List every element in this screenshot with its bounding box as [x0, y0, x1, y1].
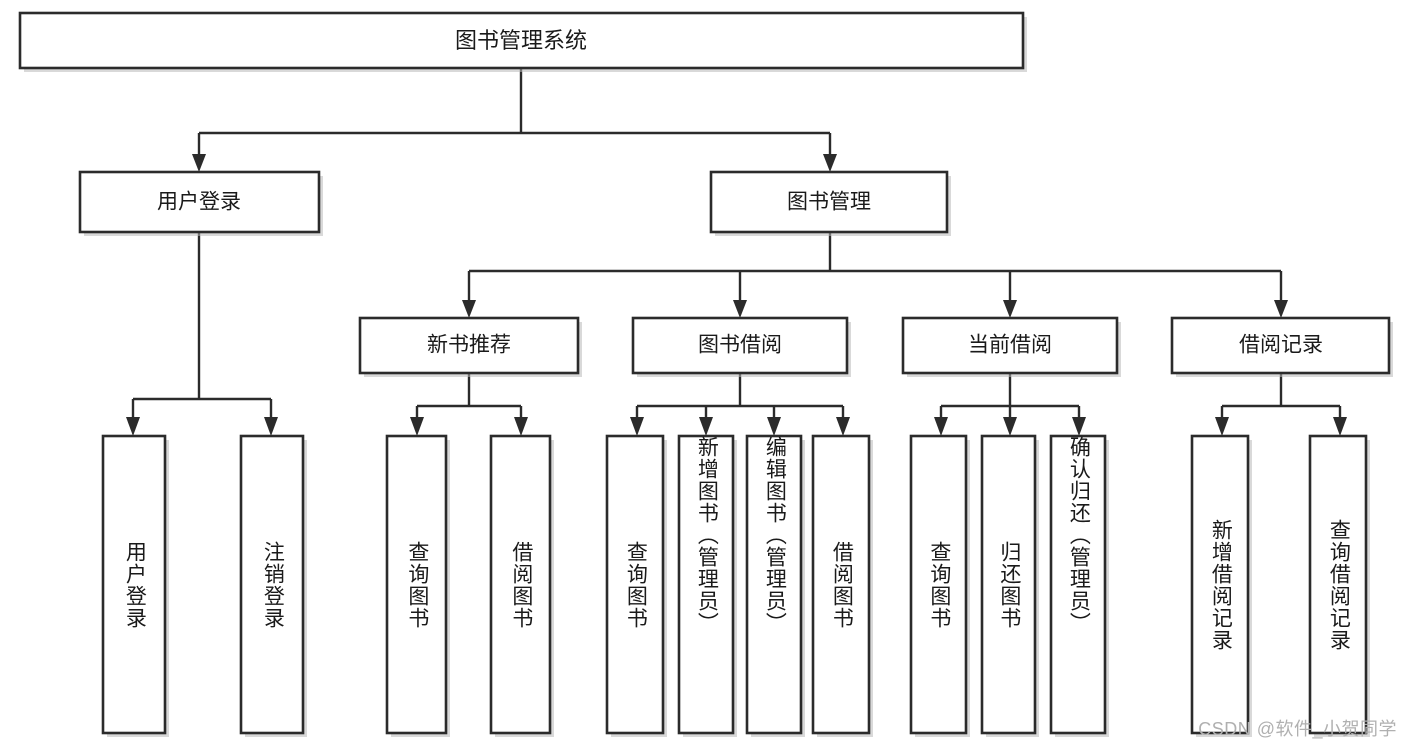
node-leaf-query-book-a-box [385, 434, 448, 735]
node-leaf-query-book-b[interactable] [605, 434, 667, 737]
node-book-mgmt[interactable]: 图书管理 [709, 170, 951, 236]
arrowhead-leaf-query-book-b [630, 417, 644, 436]
node-leaf-add-book[interactable] [677, 434, 737, 737]
arrowhead-leaf-add-record [1215, 417, 1229, 436]
arrowhead-leaf-query-book-c [934, 417, 948, 436]
node-new-book-rec-box [358, 316, 580, 375]
arrowhead-leaf-query-book-a [410, 417, 424, 436]
arrowhead-book-borrow [733, 300, 747, 318]
node-user-login[interactable]: 用户登录 [78, 170, 323, 236]
node-user-login-box [78, 170, 321, 234]
node-leaf-borrow-book-b-box [811, 434, 871, 735]
node-leaf-return-book-box [980, 434, 1037, 735]
node-root-box [18, 11, 1025, 70]
node-root[interactable]: 图书管理系统 [18, 11, 1027, 72]
node-user-login-label: 用户登录 [157, 191, 241, 214]
node-leaf-query-book-c-box [909, 434, 968, 735]
arrowhead-leaf-user-login [126, 417, 140, 436]
node-leaf-add-record-box [1190, 434, 1250, 735]
node-leaf-user-login[interactable] [101, 434, 169, 737]
arrowhead-leaf-return-book [1003, 417, 1017, 436]
node-root-label: 图书管理系统 [455, 28, 587, 53]
node-book-mgmt-label: 图书管理 [787, 191, 871, 214]
arrowhead-leaf-borrow-book-a [514, 417, 528, 436]
node-book-borrow-box [631, 316, 849, 375]
leaf-box-layer [101, 434, 1370, 737]
node-leaf-query-record[interactable] [1308, 434, 1370, 737]
node-borrow-record[interactable]: 借阅记录 [1170, 316, 1393, 377]
node-current-borrow-label: 当前借阅 [968, 334, 1052, 357]
edge-layer [126, 68, 1347, 436]
node-leaf-query-record-box [1308, 434, 1368, 735]
node-current-borrow[interactable]: 当前借阅 [901, 316, 1121, 377]
arrowhead-book-mgmt [823, 154, 837, 172]
arrowhead-leaf-query-record [1333, 417, 1347, 436]
node-leaf-query-book-a[interactable] [385, 434, 450, 737]
node-leaf-confirm-return-box [1049, 434, 1107, 735]
node-leaf-edit-book[interactable] [745, 434, 805, 737]
node-leaf-edit-book-box [745, 434, 803, 735]
node-borrow-record-label: 借阅记录 [1239, 334, 1323, 357]
arrowhead-new-book-rec [462, 300, 476, 318]
node-leaf-logout[interactable] [239, 434, 307, 737]
node-book-mgmt-box [709, 170, 949, 234]
arrowhead-user-login [192, 154, 206, 172]
arrowhead-leaf-borrow-book-b [836, 417, 850, 436]
node-leaf-query-book-c[interactable] [909, 434, 970, 737]
node-book-borrow-label: 图书借阅 [698, 334, 782, 357]
arrowhead-borrow-record [1274, 300, 1288, 318]
node-layer: 图书管理系统 用户登录 图书管理 新书推荐 [18, 11, 1393, 737]
arrowhead-leaf-edit-book [767, 417, 781, 436]
node-leaf-logout-box [239, 434, 305, 735]
node-leaf-user-login-box [101, 434, 167, 735]
node-leaf-add-record[interactable] [1190, 434, 1252, 737]
arrowhead-leaf-add-book [699, 417, 713, 436]
node-leaf-confirm-return[interactable] [1049, 434, 1109, 737]
arrowhead-current-borrow [1003, 300, 1017, 318]
node-leaf-borrow-book-a[interactable] [489, 434, 554, 737]
node-borrow-record-box [1170, 316, 1391, 375]
node-leaf-borrow-book-b[interactable] [811, 434, 873, 737]
node-new-book-rec-label: 新书推荐 [427, 334, 511, 357]
node-leaf-query-book-b-box [605, 434, 665, 735]
node-book-borrow[interactable]: 图书借阅 [631, 316, 851, 377]
arrowhead-leaf-logout [264, 417, 278, 436]
arrowhead-leaf-confirm-return [1072, 417, 1086, 436]
node-new-book-rec[interactable]: 新书推荐 [358, 316, 582, 377]
node-leaf-return-book[interactable] [980, 434, 1039, 737]
node-current-borrow-box [901, 316, 1119, 375]
csdn-watermark: CSDN @软件_小贺同学 [1198, 719, 1397, 739]
node-leaf-borrow-book-a-box [489, 434, 552, 735]
node-leaf-add-book-box [677, 434, 735, 735]
